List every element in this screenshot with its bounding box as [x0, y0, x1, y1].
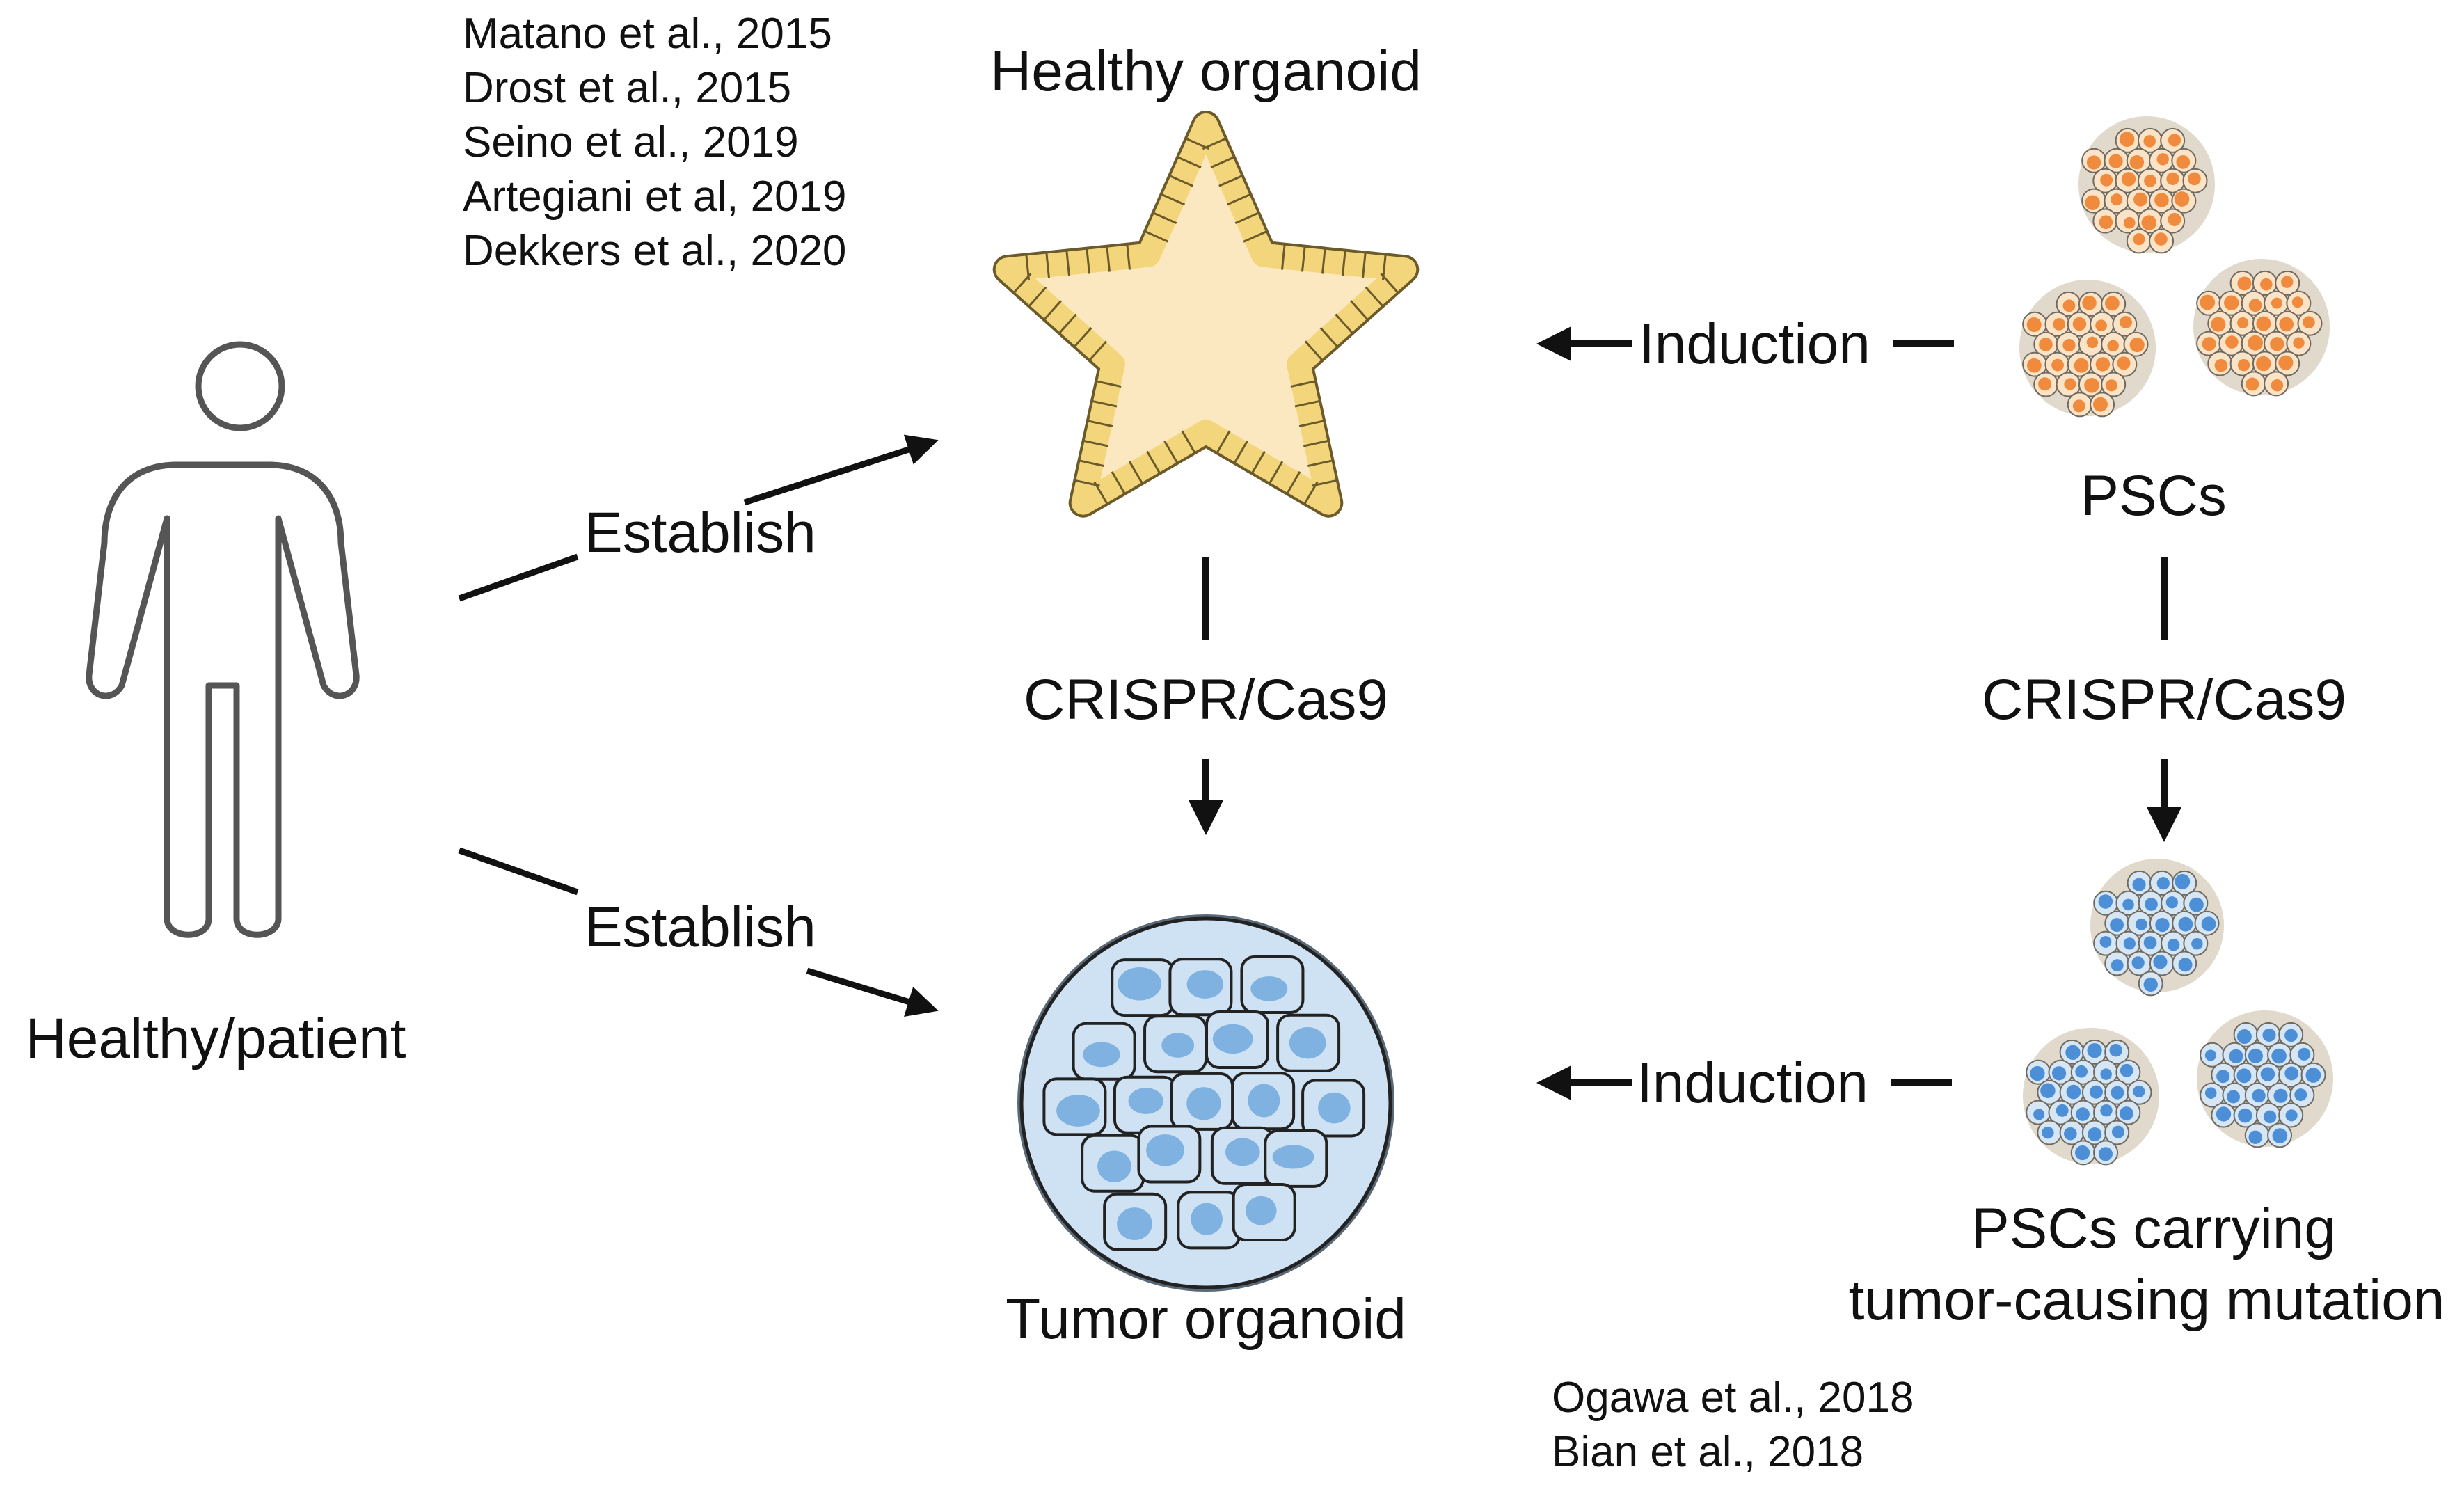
- establish-top-label: Establish: [585, 501, 816, 564]
- reference-item: Matano et al., 2015: [463, 10, 832, 58]
- references-top: Matano et al., 2015 Drost et al., 2015 S…: [463, 7, 847, 278]
- person-label: Healthy/patient: [25, 1007, 406, 1070]
- tumor-organoid-label: Tumor organoid: [1006, 1287, 1406, 1351]
- psc-clusters-image: [2019, 116, 2330, 418]
- crispr-left-label: CRISPR/Cas9: [1023, 668, 1389, 731]
- person-icon: [86, 341, 360, 938]
- tumor-organoid-image: [1017, 914, 1394, 1292]
- pscs-label: PSCs: [2081, 464, 2227, 527]
- reference-item: Bian et al., 2018: [1552, 1428, 1864, 1476]
- establish-bottom-arrow: [458, 847, 939, 1017]
- reference-item: Drost et al., 2015: [463, 64, 792, 112]
- pscs-mutant-label-line1: PSCs carrying: [1971, 1197, 2337, 1260]
- reference-item: Dekkers et al., 2020: [463, 227, 847, 275]
- reference-item: Seino et al., 2019: [463, 118, 799, 166]
- establish-top-arrow: [458, 434, 939, 602]
- crispr-right-label: CRISPR/Cas9: [1981, 668, 2347, 731]
- induction-bottom-label: Induction: [1637, 1051, 1868, 1115]
- reference-item: Artegiani et al, 2019: [463, 173, 847, 221]
- healthy-organoid-label: Healthy organoid: [990, 40, 1422, 103]
- pscs-mutant-label-line2: tumor-causing mutation: [1848, 1269, 2445, 1332]
- mutant-psc-clusters-image: [2023, 859, 2333, 1166]
- healthy-organoid-image: [992, 111, 1420, 518]
- induction-top-label: Induction: [1639, 312, 1870, 376]
- reference-item: Ogawa et al., 2018: [1552, 1374, 1914, 1422]
- establish-bottom-label: Establish: [585, 896, 816, 959]
- references-bottom: Ogawa et al., 2018 Bian et al., 2018: [1552, 1371, 1914, 1479]
